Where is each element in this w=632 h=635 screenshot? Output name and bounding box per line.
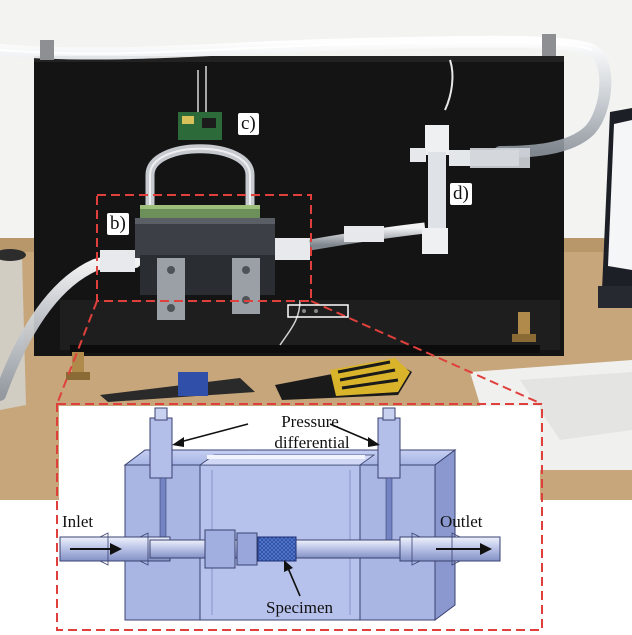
callout-lines	[56, 194, 543, 631]
label-c: c)	[238, 113, 259, 135]
label-b: b)	[107, 213, 129, 235]
base-rail	[60, 300, 560, 350]
differential-label: differential	[274, 433, 350, 452]
flow-meter-d	[309, 125, 530, 254]
diagram-block	[123, 449, 457, 621]
laptop	[598, 108, 632, 308]
pressure-port-fittings	[149, 407, 401, 541]
led-indicator	[287, 304, 349, 318]
flow-channel	[59, 529, 501, 569]
flow-arrows	[70, 543, 492, 555]
top-tubing	[0, 34, 612, 158]
leader-arrows	[172, 423, 380, 597]
specimen-label: Specimen	[266, 598, 334, 617]
hex-key-set	[275, 358, 412, 400]
inlet-label: Inlet	[62, 512, 94, 531]
outlet-label: Outlet	[440, 512, 483, 531]
fixture-b	[100, 218, 310, 320]
specimen-mesh	[257, 536, 297, 562]
sensor-c	[140, 66, 260, 219]
screwdriver-set	[100, 372, 255, 402]
label-d: d)	[450, 183, 472, 205]
pressure-label: Pressure	[281, 412, 339, 431]
